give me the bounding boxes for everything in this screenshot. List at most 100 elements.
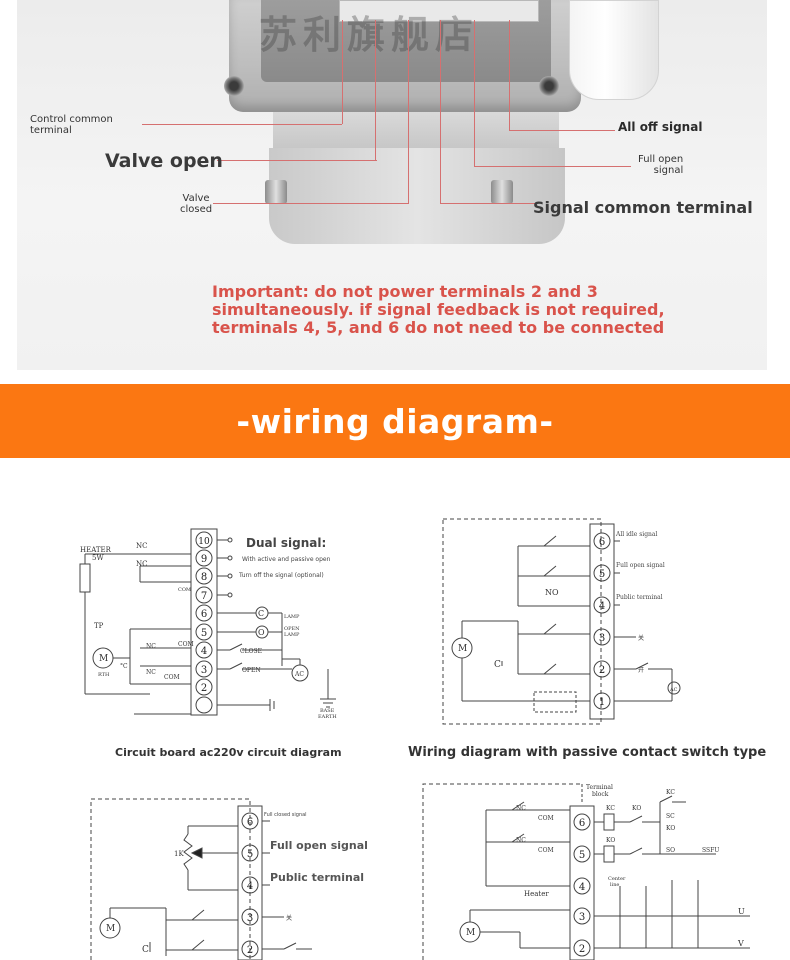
label-valve-open: Valve open [105,150,223,172]
leader-line [440,203,535,204]
earth-label: EARTH [318,714,337,720]
bolt-left [224,76,244,96]
label-valve-closed: Valve closed [180,193,213,215]
terminal-block-label-2: block [592,791,609,798]
com-label: COM [538,815,554,822]
terminal-number: 4 [579,882,585,893]
leader-line [342,20,343,124]
terminal-number: 8 [201,572,207,583]
terminal-number: 3 [579,912,585,923]
label-control-common-terminal: Control common terminal [30,114,113,136]
diagram-ac220v-circuit: HEATER 5W TP NC NC COM COM COM NC NC M R… [70,524,390,724]
terminal-number: 3 [599,633,605,644]
terminal-number: 3 [247,913,253,924]
close-label: CLOSE [240,648,262,655]
open-lamp-label: OPEN [284,626,300,632]
leader-line [142,124,342,125]
open-lamp-symbol: O [258,628,265,637]
diagram-potentiometer: 6 5 4 3 2 Full closed signal Full open s… [88,796,388,960]
terminal-number: 1 [599,697,605,708]
pot-label: 1K [174,850,184,858]
label-public-terminal: Public terminal [270,871,364,884]
tp-label: TP [94,622,104,630]
bolt-right [539,76,559,96]
caption-passive-contact: Wiring diagram with passive contact swit… [408,745,767,760]
dual-signal-sub1: With active and passive open [242,556,331,563]
lamp-label: LAMP [284,614,300,620]
base-cylinder [269,148,565,244]
close-char: 关 [286,914,292,922]
ko-label: KO [666,825,675,832]
label-signal-common-terminal: Signal common terminal [533,198,753,217]
label-all-off-signal: All off signal [618,120,703,134]
open-label: OPEN [242,667,261,674]
leader-line [509,20,510,130]
ac-label: AC [294,671,304,678]
photo-watermark: 苏利旗舰店 [259,12,480,57]
leader-line [474,20,475,166]
no-label: NO [545,588,559,597]
section-title: -wiring diagram- [236,401,554,441]
terminal-number: 6 [599,537,605,548]
nc-label: NC [516,805,526,812]
pin-right [491,180,513,204]
motor-label: M [466,928,475,938]
caption-ac220v: Circuit board ac220v circuit diagram [115,746,342,759]
nc-label: NC [136,542,147,550]
terminal-block-label-1: Terminal [586,784,613,791]
label-all-idle-signal: All idle signal [615,531,657,538]
terminal-number: 5 [599,569,605,580]
terminal-number: 3 [201,665,207,676]
ko-label: KO [632,805,641,812]
terminal-number: 7 [201,591,207,602]
nc-label: NC [136,560,147,568]
heater-watt: 5W [92,554,104,562]
motor-label: M [458,644,467,654]
kc-label: KC [666,789,675,796]
label-full-closed-signal: Full closed signal [264,812,307,818]
leader-line [408,20,409,203]
com-label: COM [178,587,191,593]
terminal-number: 4 [201,646,207,657]
terminal-number: 5 [201,628,207,639]
leader-line [375,20,376,160]
motor-label: M [99,654,108,664]
nc-label: NC [146,669,156,676]
leader-line [213,203,409,204]
u-label: U [738,907,745,916]
com-label: COM [178,641,194,648]
terminal-number: 6 [201,609,207,620]
close-char: 关 [638,634,644,642]
terminal-number: 6 [247,817,253,828]
terminal-number: 5 [579,850,585,861]
terminal-number: 4 [247,881,253,892]
label-full-open-signal: Full open signal [270,839,368,852]
actuator-photo: 苏利旗舰店 Control common terminal Valve open… [17,0,767,370]
motor-label: M [106,924,115,934]
heater-label: HEATER [80,546,112,554]
terminal-number: 5 [247,849,253,860]
label-public-terminal: Public terminal [616,594,663,601]
cap-label: C [142,945,149,955]
terminal-number: 2 [579,944,585,955]
com-label: COM [538,847,554,854]
lamp-label: LAMP [284,632,300,638]
ac220v-schematic: HEATER 5W TP NC NC COM COM COM NC NC M R… [79,528,337,720]
center-line-label-1: Center [608,876,626,882]
diagram-passive-contact: 6 5 4 3 2 1 All idle signal Full open si… [440,516,690,728]
com-label: COM [164,674,180,681]
heater-label: Heater [524,890,549,898]
label-full-open-signal: Full open signal [616,562,665,569]
nc-label: NC [146,643,156,650]
kc-label: KC [606,805,615,812]
open-char: 开 [638,667,644,674]
cap-label: C [494,660,501,670]
important-note: Important: do not power terminals 2 and … [212,282,665,337]
base-label: BASE [320,708,335,714]
terminal-number: 2 [201,683,207,694]
terminal-strip [339,0,539,22]
so-label: SO [666,847,675,854]
sc-label: SC [666,813,675,820]
ssfu-label: SSFU [702,847,719,854]
terminal-number: 2 [247,945,253,956]
